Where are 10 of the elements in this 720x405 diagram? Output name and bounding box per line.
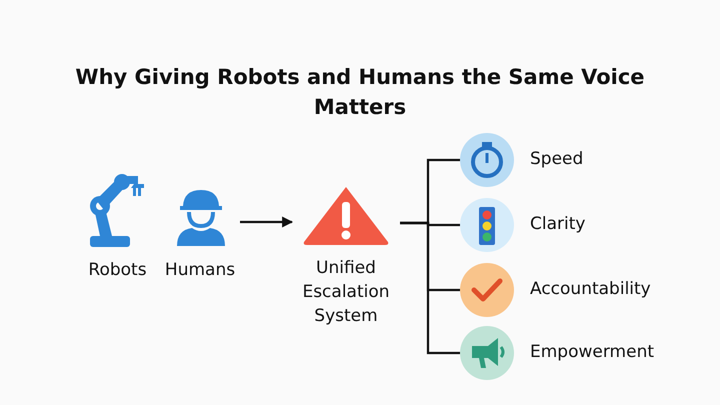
item-label: Accountability	[530, 278, 651, 301]
item-label: Empowerment	[530, 341, 654, 364]
arrow	[240, 216, 294, 228]
node-label: Robots	[87, 259, 148, 282]
node-label: Unified Escalation System	[301, 257, 391, 328]
node-label: Humans	[164, 259, 236, 282]
item-label: Speed	[530, 148, 584, 171]
item-label: Clarity	[530, 213, 586, 236]
title: Why Giving Robots and Humans the Same Voice Matters	[74, 64, 646, 121]
bracket-line	[400, 222, 460, 354]
